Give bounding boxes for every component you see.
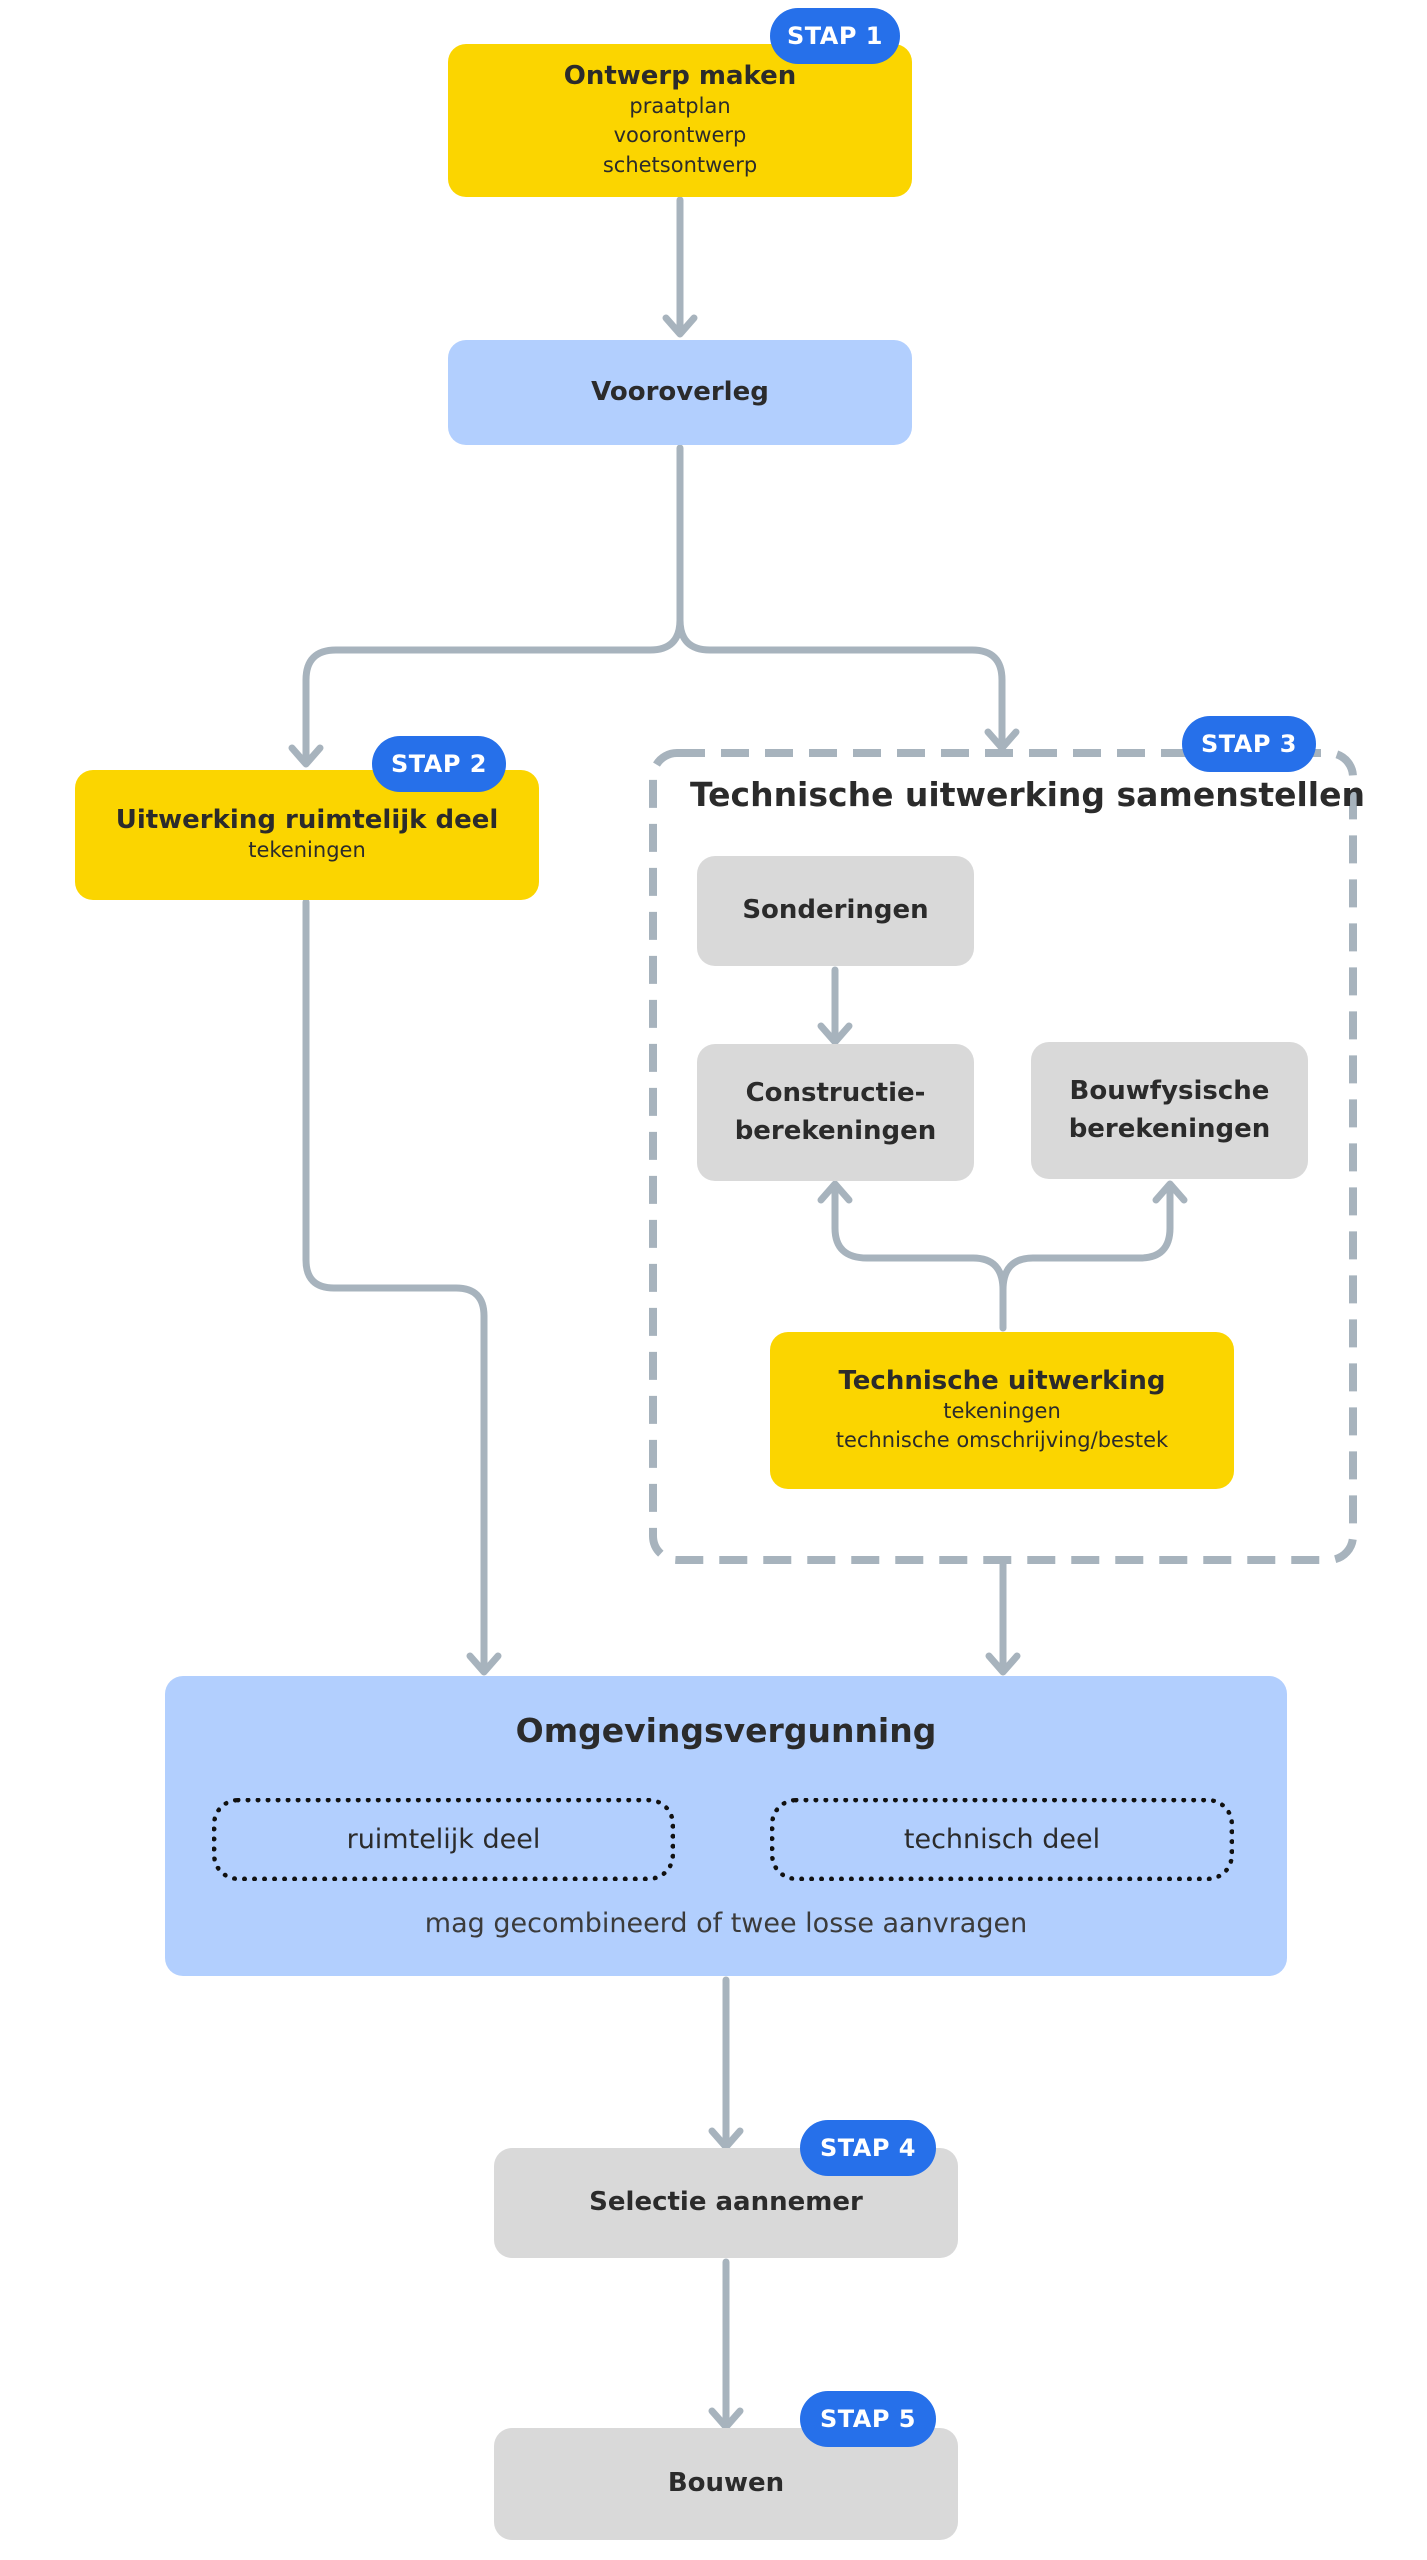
step-badge-5: STAP 5 bbox=[800, 2391, 936, 2447]
step-badge-1: STAP 1 bbox=[770, 8, 900, 64]
ontwerp-line: voorontwerp bbox=[613, 123, 747, 148]
ontwerp-box: Ontwerp maken praatplan voorontwerp sche… bbox=[448, 44, 912, 197]
arrow-vooroverleg-branch bbox=[302, 444, 684, 766]
aannemer-box: Selectie aannemer bbox=[494, 2148, 958, 2258]
technische-uitwerking-box: Technische uitwerking tekeningen technis… bbox=[770, 1332, 1234, 1489]
step-badge-4: STAP 4 bbox=[800, 2120, 936, 2176]
step-badge-2: STAP 2 bbox=[372, 736, 506, 792]
bouwfysisch-title: berekeningen bbox=[1068, 1113, 1271, 1144]
sonderingen-box: Sonderingen bbox=[697, 856, 974, 966]
bouwfysisch-title: Bouwfysische bbox=[1069, 1075, 1270, 1106]
vergunning-title: Omgevingsvergunning bbox=[515, 1711, 937, 1750]
sonderingen-title: Sonderingen bbox=[742, 895, 929, 926]
vergunning-box: Omgevingsvergunning bbox=[165, 1676, 1287, 1976]
constructie-box: Constructie- berekeningen bbox=[697, 1044, 974, 1181]
ontwerp-line: praatplan bbox=[629, 94, 731, 118]
bouwen-title: Bouwen bbox=[667, 2468, 785, 2499]
ontwerp-title: Ontwerp maken bbox=[563, 60, 797, 91]
ontwerp-line: schetsontwerp bbox=[602, 152, 758, 177]
arrow-ruimtelijk-vergunning bbox=[302, 898, 488, 1674]
ruimtelijk-title: Uitwerking ruimtelijk deel bbox=[115, 804, 499, 835]
aannemer-title: Selectie aannemer bbox=[589, 2187, 863, 2218]
technisch-group-border bbox=[649, 749, 1357, 1564]
bouwfysisch-box: Bouwfysische berekeningen bbox=[1031, 1042, 1308, 1179]
vergunning-note: mag gecombineerd of twee losse aanvragen bbox=[424, 1908, 1028, 1939]
technisch-group-title: Technische uitwerking samenstellen bbox=[690, 775, 1365, 814]
step-badge-3: STAP 3 bbox=[1182, 716, 1316, 772]
technische-uitwerking-title: Technische uitwerking bbox=[838, 1365, 1166, 1396]
vergunning-technisch-pill: technisch deel bbox=[770, 1798, 1234, 1881]
constructie-title: Constructie- bbox=[745, 1077, 926, 1108]
vooroverleg-box: Vooroverleg bbox=[448, 340, 912, 445]
technische-uitwerking-line: technische omschrijving/bestek bbox=[835, 1428, 1169, 1453]
vooroverleg-title: Vooroverleg bbox=[591, 376, 769, 407]
ruimtelijk-sub: tekeningen bbox=[248, 837, 366, 862]
vergunning-ruimtelijk-pill: ruimtelijk deel bbox=[212, 1798, 675, 1881]
technische-uitwerking-line: tekeningen bbox=[943, 1398, 1061, 1423]
constructie-title: berekeningen bbox=[734, 1115, 937, 1146]
arrow-uitwerking-berekeningen bbox=[831, 1182, 1007, 1332]
